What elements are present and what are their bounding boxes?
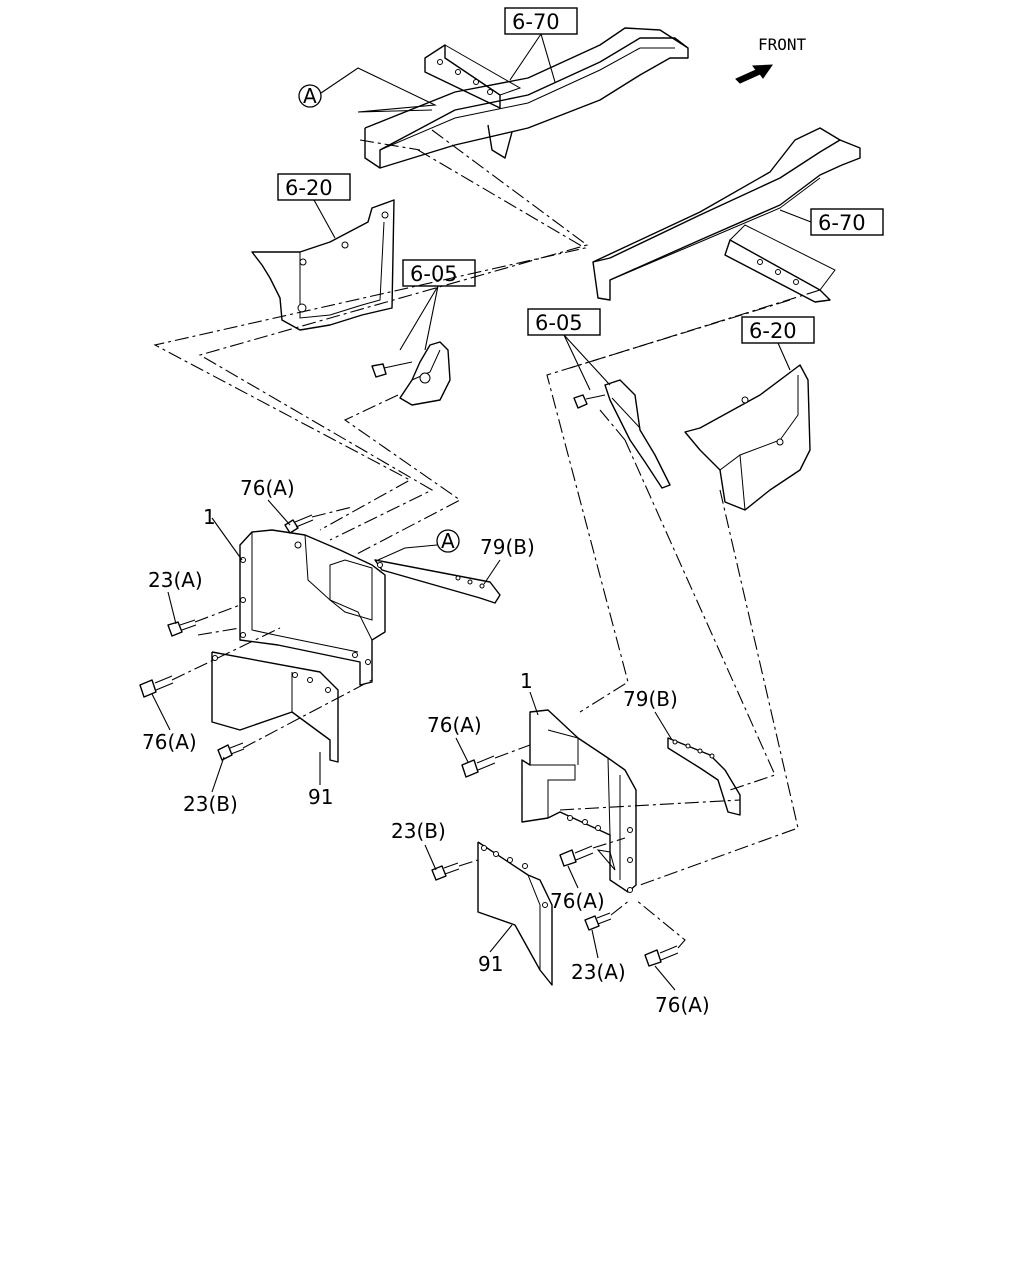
assembly-lines bbox=[153, 129, 821, 886]
ref-6-20-left: 6-20 bbox=[285, 176, 333, 200]
bolt-76a-right-mid-icon bbox=[559, 845, 594, 867]
ref-box-6-20-right: 6-20 bbox=[741, 316, 815, 371]
label-23b-left: 23(B) bbox=[183, 792, 238, 816]
right-assembly: 1 76(A) 79(B) 23(B) 76(A) 91 23(A) 76(A) bbox=[391, 669, 741, 1017]
label-91-right: 91 bbox=[478, 952, 503, 976]
bracket-6-20-right bbox=[684, 364, 811, 511]
front-arrow-icon bbox=[735, 64, 773, 84]
bracket-6-20-left bbox=[251, 199, 395, 331]
label-76a-right-bottom: 76(A) bbox=[655, 993, 710, 1017]
label-79b-left: 79(B) bbox=[480, 535, 535, 559]
label-91-left: 91 bbox=[308, 785, 333, 809]
ref-box-6-05-left: 6-05 bbox=[399, 259, 476, 351]
ref-6-05-right: 6-05 bbox=[535, 311, 583, 335]
frame-crossmember-right bbox=[592, 127, 861, 303]
bolt-23b-right-icon bbox=[431, 862, 460, 881]
bolt-23a-icon bbox=[167, 619, 197, 637]
label-76a-right-left: 76(A) bbox=[427, 713, 482, 737]
circle-a-top-label: A bbox=[303, 84, 317, 108]
ref-box-6-70-top: 6-70 bbox=[504, 7, 578, 83]
label-76a-top-left: 76(A) bbox=[240, 476, 295, 500]
hanger-6-05-left bbox=[371, 341, 451, 406]
bolt-76a-right-bottom-icon bbox=[644, 945, 679, 967]
label-76a-right-mid: 76(A) bbox=[550, 889, 605, 913]
hanger-6-05-right bbox=[573, 379, 671, 489]
circle-a-mid-label: A bbox=[441, 529, 455, 553]
label-79b-right: 79(B) bbox=[623, 687, 678, 711]
ref-6-70-right: 6-70 bbox=[818, 211, 866, 235]
front-label: FRONT bbox=[758, 35, 807, 54]
bolt-76a-right-left-icon bbox=[461, 755, 496, 778]
front-indicator: FRONT bbox=[735, 35, 807, 84]
bolt-76a-bottom-icon bbox=[139, 675, 174, 698]
ref-box-6-20-left: 6-20 bbox=[277, 173, 351, 239]
left-assembly: A 76(A) 1 23(A) 79(B) 76(A) 23(B) 91 bbox=[139, 476, 535, 816]
label-23a-left: 23(A) bbox=[148, 568, 203, 592]
ref-box-6-70-right: 6-70 bbox=[779, 208, 884, 236]
ref-6-20-right: 6-20 bbox=[749, 319, 797, 343]
ref-box-6-05-right: 6-05 bbox=[527, 308, 611, 391]
ref-6-05-left: 6-05 bbox=[410, 262, 458, 286]
bolt-76a-top-icon bbox=[284, 514, 314, 534]
label-23b-right: 23(B) bbox=[391, 819, 446, 843]
label-76a-bottom-left: 76(A) bbox=[142, 730, 197, 754]
ref-circle-a-top: A bbox=[298, 67, 438, 113]
label-1-right: 1 bbox=[520, 669, 533, 693]
label-23a-right: 23(A) bbox=[571, 960, 626, 984]
ref-6-70-top: 6-70 bbox=[512, 10, 560, 34]
bolt-23b-icon bbox=[217, 742, 245, 761]
label-1-left: 1 bbox=[203, 505, 216, 529]
bolt-23a-right-icon bbox=[584, 912, 612, 931]
frame-crossmember-top bbox=[364, 27, 689, 169]
